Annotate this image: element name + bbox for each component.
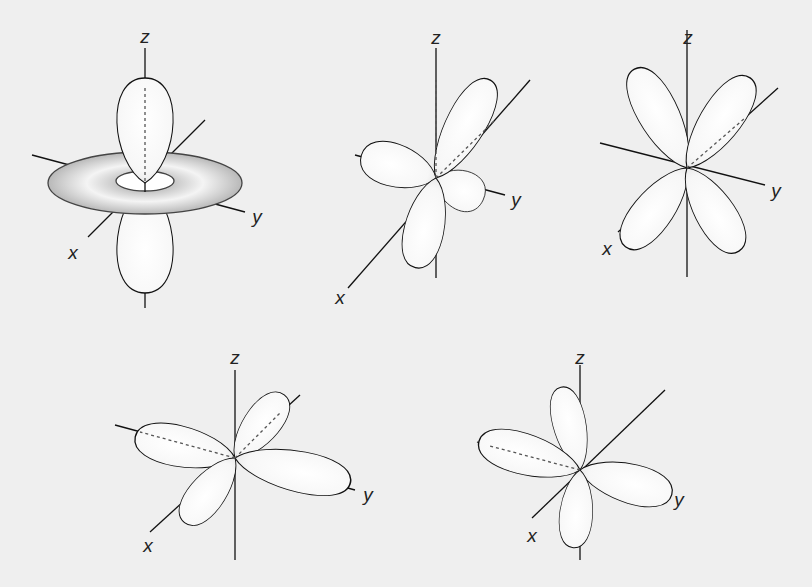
axis-label: z bbox=[575, 348, 585, 367]
axis-label: x bbox=[68, 243, 78, 262]
axis-label: y bbox=[674, 490, 684, 509]
axis-label: x bbox=[143, 536, 153, 555]
dxy-orbital bbox=[115, 370, 355, 560]
axis-label: z bbox=[683, 28, 693, 47]
axis-label: y bbox=[363, 485, 373, 504]
axis-label: x bbox=[335, 288, 345, 307]
dx2-y2-orbital bbox=[473, 365, 676, 560]
dxz-orbital bbox=[348, 48, 530, 288]
dz2-orbital bbox=[32, 48, 245, 308]
dyz-orbital bbox=[600, 30, 778, 277]
axis-label: z bbox=[431, 28, 441, 47]
axis-label: y bbox=[771, 181, 781, 200]
axis-label: z bbox=[230, 348, 240, 367]
axis-label: y bbox=[252, 207, 262, 226]
axis-label: x bbox=[602, 239, 612, 258]
axis-label: z bbox=[140, 27, 150, 46]
axis-label: x bbox=[527, 526, 537, 545]
axis-label: y bbox=[511, 190, 521, 209]
